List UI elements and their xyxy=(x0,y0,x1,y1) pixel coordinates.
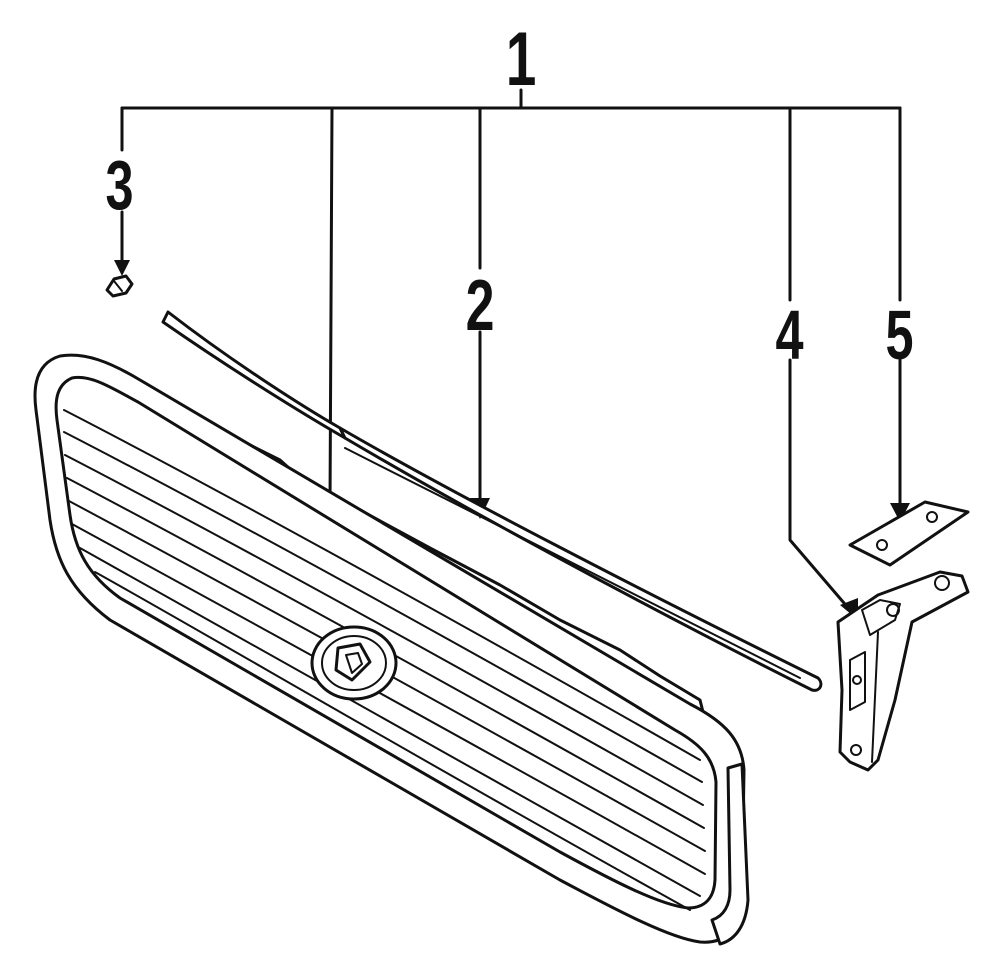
leader-4-down xyxy=(788,358,852,612)
grille-assembly xyxy=(33,353,750,946)
arrowhead-3 xyxy=(114,260,130,276)
arrowhead-5 xyxy=(890,503,910,522)
clip-part-3 xyxy=(105,274,134,298)
callout-5: 5 xyxy=(885,296,914,374)
callout-3: 3 xyxy=(105,146,134,224)
callout-4: 4 xyxy=(775,296,804,374)
callout-1: 1 xyxy=(505,17,537,102)
plate-part-5 xyxy=(848,500,970,567)
grille-emblem xyxy=(310,625,398,701)
callout-2: 2 xyxy=(465,266,495,346)
leader-lines xyxy=(120,88,902,612)
leader-to-grille xyxy=(328,106,334,507)
molding-strip-part-2 xyxy=(161,310,823,692)
bracket-part-4 xyxy=(836,570,970,772)
